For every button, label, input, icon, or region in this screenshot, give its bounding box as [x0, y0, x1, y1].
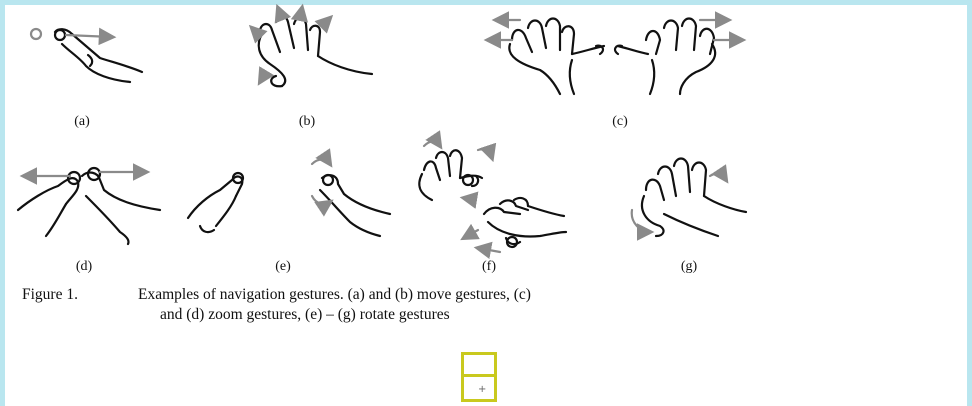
gesture-f-illustration [419, 142, 566, 253]
gesture-g-illustration [632, 159, 746, 237]
panel-label-e: (e) [275, 259, 291, 275]
panel-label-b: (b) [299, 114, 315, 130]
widget-divider [464, 374, 494, 377]
gesture-a-illustration [31, 29, 142, 82]
widget-plus-icon: + [478, 384, 486, 395]
panel-label-g: (g) [681, 259, 697, 275]
gesture-e2-illustration [312, 160, 390, 237]
gesture-b-illustration [252, 8, 372, 86]
panel-label-a: (a) [74, 114, 90, 130]
figure-caption: Figure 1.Examples of navigation gestures… [22, 285, 531, 325]
gesture-e-illustration [188, 173, 243, 232]
panel-label-d: (d) [76, 259, 92, 275]
caption-line-2: and (d) zoom gestures, (e) – (g) rotate … [22, 306, 450, 323]
page-scroll-widget[interactable]: + [461, 352, 497, 402]
panel-label-f: (f) [482, 259, 496, 275]
caption-line-1: Examples of navigation gestures. (a) and… [138, 286, 531, 303]
gesture-d-illustration [18, 168, 160, 244]
figure-number: Figure 1. [22, 285, 138, 305]
panel-label-c: (c) [612, 114, 628, 130]
gesture-c-illustration [488, 19, 742, 95]
